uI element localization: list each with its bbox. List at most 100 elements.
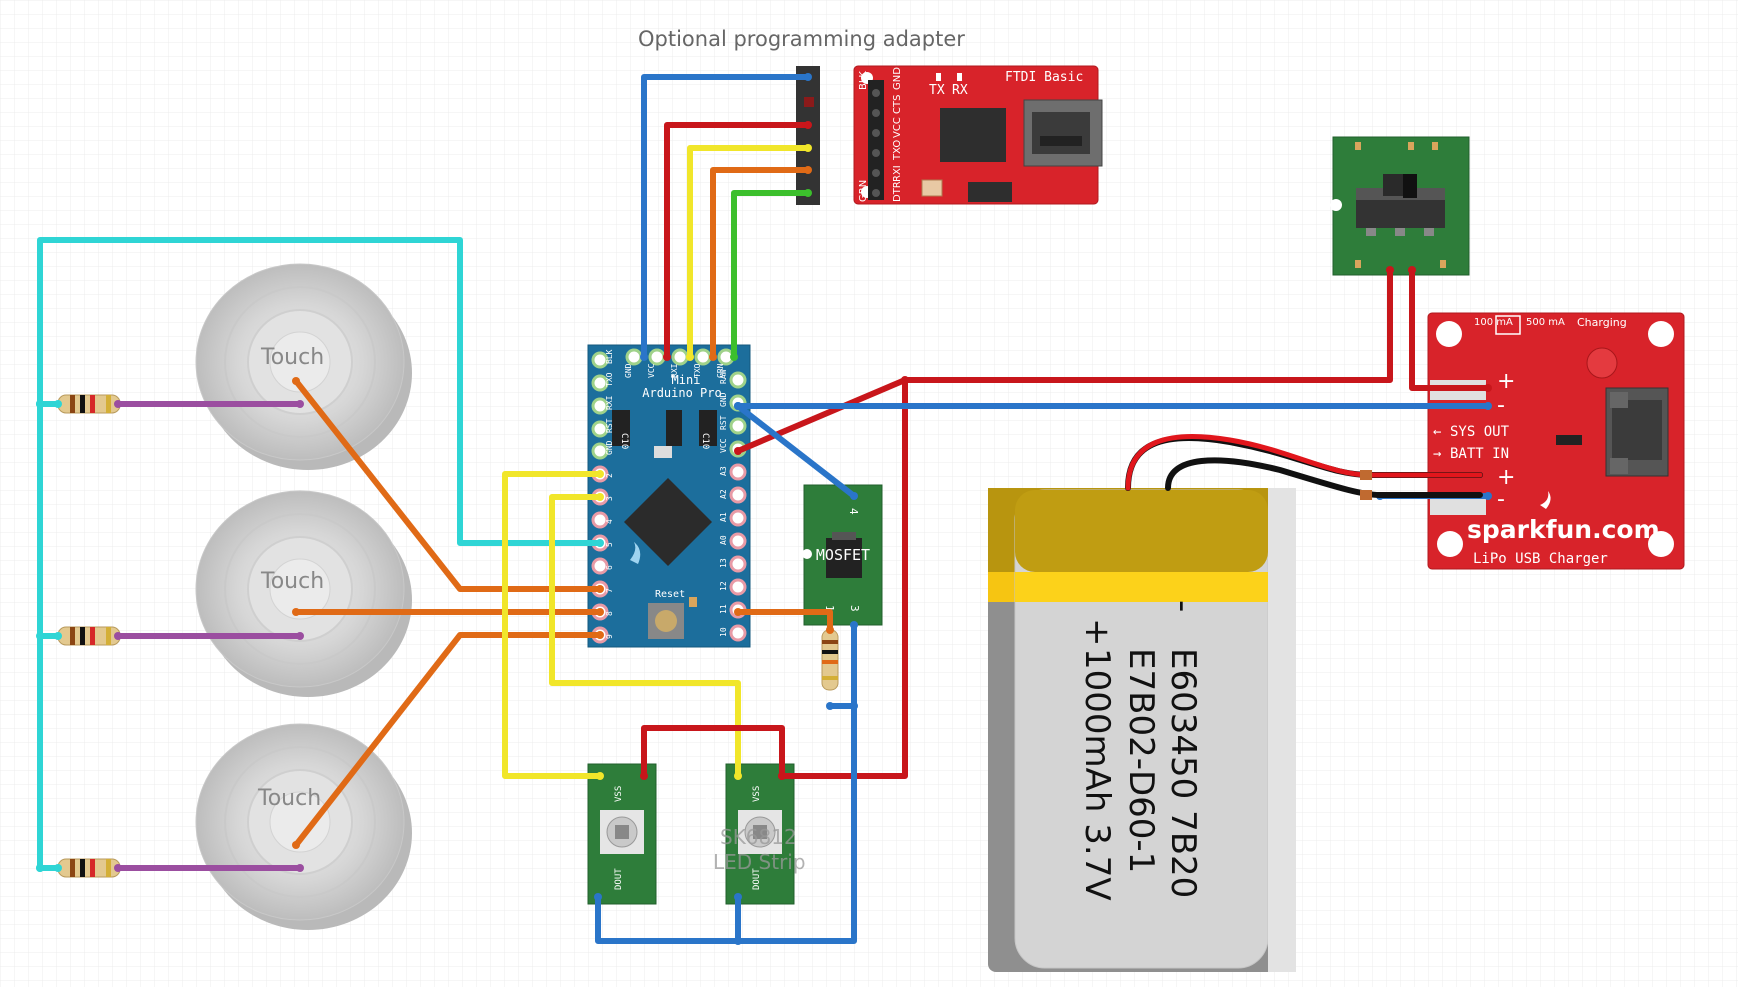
arduino-left-pin[interactable]: [591, 351, 609, 369]
wire-endpoint: [804, 73, 812, 81]
mosfet-pin-label: 4: [847, 508, 860, 515]
wire-endpoint: [804, 166, 812, 174]
led-module-1: DIN VSS VDD DOUT: [567, 763, 657, 905]
arduino-left-pin[interactable]: [591, 442, 609, 460]
arduino-left-pin[interactable]: [591, 397, 609, 415]
arduino-pin-label: A2: [719, 489, 728, 499]
wire-red-vss-link[interactable]: [641, 725, 785, 779]
wire-endpoint: [826, 626, 834, 634]
battery-model: E603450 7B20: [1163, 648, 1203, 898]
wire-orange-mosfet[interactable]: [735, 609, 833, 633]
wire-blue-mosfet-gate[interactable]: [735, 403, 857, 499]
wire-endpoint: [54, 864, 62, 872]
wire-endpoint: [114, 400, 122, 408]
arduino-right-pin[interactable]: [729, 555, 747, 573]
touch-pad-label: Touch: [260, 345, 324, 370]
wire-green-prog[interactable]: [731, 190, 811, 360]
wire-endpoint: [734, 772, 742, 780]
led-pin-label: DIN: [705, 786, 715, 802]
arduino-pin-label: 10: [719, 627, 728, 637]
wire-endpoint: [730, 353, 738, 361]
arduino-top-pin[interactable]: [671, 348, 689, 366]
charger-batt-in: BATT IN: [1450, 446, 1509, 462]
arduino-top-pin[interactable]: [694, 348, 712, 366]
battery-capacity: 1000mAh 3.7V: [1077, 648, 1117, 901]
arduino-left-pin[interactable]: [591, 420, 609, 438]
arduino-pin-label: 13: [719, 558, 728, 568]
slide-switch-board: [1330, 136, 1470, 276]
wire-yellow-din[interactable]: [502, 471, 603, 779]
arduino-right-pin[interactable]: [729, 624, 747, 642]
arduino-right-pin[interactable]: [729, 532, 747, 550]
wire-endpoint: [734, 608, 742, 616]
arduino-left-pin[interactable]: [591, 511, 609, 529]
wire-endpoint: [734, 893, 742, 901]
wire-endpoint: [596, 470, 604, 478]
touch-pad-2: Touch: [195, 490, 412, 697]
arduino-right-pin[interactable]: [729, 417, 747, 435]
arduino-pin-label: TXO: [693, 363, 702, 378]
charger-500ma: 500 mA: [1526, 317, 1565, 328]
arduino-pin-label: 8: [605, 611, 614, 616]
battery-plus: +: [1077, 618, 1117, 647]
arduino-left-pin[interactable]: [591, 374, 609, 392]
arduino-right-pin[interactable]: [729, 486, 747, 504]
wire-yellow-prog[interactable]: [687, 145, 811, 360]
wire-red-raw[interactable]: [735, 267, 1393, 454]
charger-sys-out: SYS OUT: [1450, 424, 1510, 440]
wire-endpoint: [1484, 402, 1492, 410]
arduino-pin-label: 12: [719, 581, 728, 591]
arduino-pin-label: GRN: [716, 363, 725, 378]
ftdi-title: FTDI Basic: [1005, 70, 1083, 85]
arduino-left-pin[interactable]: [591, 557, 609, 575]
arduino-right-pin[interactable]: [729, 463, 747, 481]
touch-pad-label: Touch: [260, 569, 324, 594]
wire-orange-prog[interactable]: [710, 167, 811, 360]
wire-endpoint: [292, 377, 300, 385]
ftdi-basic-board: FTDI Basic TX RX BLK GND CTS VCC TXO RXI…: [853, 65, 1103, 205]
arduino-pin-label: A0: [719, 535, 728, 545]
arduino-pin-label: 3: [605, 496, 614, 501]
sparkfun-flame-icon: [1540, 491, 1551, 509]
wire-blue-prog[interactable]: [641, 74, 811, 360]
battery-red-lead: [1125, 433, 1483, 491]
arduino-logo-icon: [630, 542, 641, 564]
wire-endpoint: [804, 144, 812, 152]
wire-red-prog[interactable]: [664, 122, 811, 360]
arduino-pin-label: 9: [605, 634, 614, 639]
ftdi-pin-label: VCC: [892, 117, 903, 138]
resistor: [57, 394, 121, 414]
arduino-pin-label: GND: [719, 392, 728, 407]
mosfet-pin-label: 3: [848, 605, 861, 612]
wire-endpoint: [734, 447, 742, 455]
arduino-pin-label: A1: [719, 512, 728, 522]
arduino-right-pin[interactable]: [729, 578, 747, 596]
wire-endpoint: [54, 632, 62, 640]
charger-brand: sparkfun.com: [1467, 515, 1660, 544]
wire-endpoint: [1386, 266, 1394, 274]
touch-pad-1: Touch: [195, 263, 412, 470]
wire-endpoint: [850, 492, 858, 500]
wire-endpoint: [596, 608, 604, 616]
wire-red-vss[interactable]: [779, 377, 908, 779]
ftdi-rx-label: RX: [952, 83, 968, 98]
arduino-right-pin[interactable]: [729, 371, 747, 389]
arduino-right-pin[interactable]: [729, 509, 747, 527]
wire-endpoint: [804, 189, 812, 197]
arduino-top-pin[interactable]: [648, 348, 666, 366]
ftdi-pin-label: BLK: [858, 71, 869, 90]
wire-endpoint: [901, 376, 909, 384]
arduino-reset-label: Reset: [655, 589, 685, 600]
wire-blue-gnd-strip[interactable]: [595, 622, 857, 944]
wire-yellow-din2[interactable]: [549, 494, 741, 779]
arduino-top-pin[interactable]: [625, 348, 643, 366]
wire-endpoint: [709, 353, 717, 361]
arduino-pin-label: GND: [605, 440, 614, 455]
led-pin-label: VDD: [567, 874, 577, 890]
wire-endpoint: [1484, 492, 1492, 500]
wire-red-switch[interactable]: [1409, 267, 1491, 391]
charger-name: LiPo USB Charger: [1473, 551, 1608, 567]
ftdi-pin-label: GRN: [858, 180, 869, 202]
